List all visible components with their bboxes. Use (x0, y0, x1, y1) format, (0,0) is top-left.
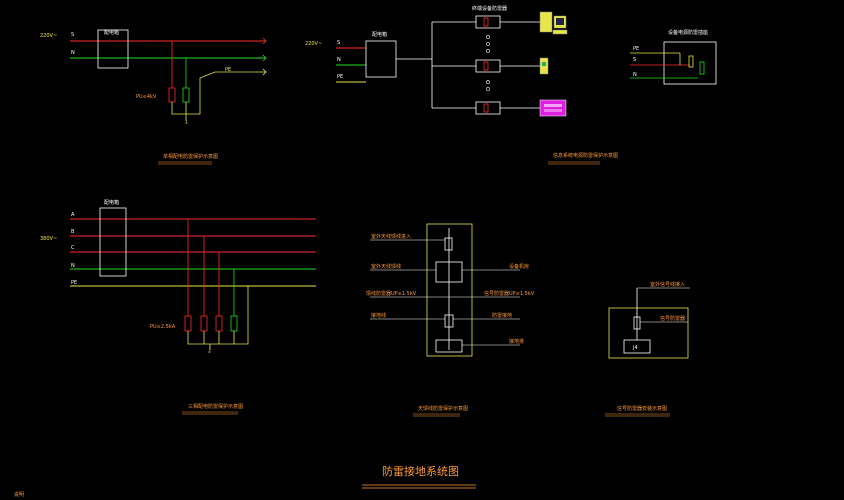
cabinet-outline (608, 307, 689, 359)
earth-line-pe (171, 71, 266, 115)
computer-icon (539, 11, 568, 35)
label-right-1: 设备机房 (509, 263, 529, 270)
diagram-single-phase: 220V~ S N PE 配电箱 PU≤4kV ⏚ 单相配电防雷保护示意图 (40, 29, 267, 165)
equipment-rack (426, 223, 473, 357)
label-left-4: 接地线 (371, 312, 386, 319)
signal-spd (444, 314, 454, 328)
line-n-label: N (71, 263, 75, 269)
terminal-spd-header: 终端设备防雷器 (472, 5, 507, 12)
label-left-1: 室外天线馈线进入 (371, 233, 411, 240)
socket-spd-element-n (699, 61, 705, 75)
continuation-dot (486, 80, 490, 84)
line-a-label: A (71, 212, 75, 218)
continuation-dot (486, 87, 490, 91)
diagram-signal-spd: 室外信号线接入 信号防雷器 J4 信号防雷器安装示意图 (605, 281, 690, 417)
label-left-3: 馈线防雷器UP≤1.5kV (366, 290, 417, 297)
line-n-label: N (337, 57, 341, 63)
corner-note: 说明 (14, 491, 24, 498)
distribution-box-label: 配电箱 (104, 29, 119, 36)
terminal-spd-1-element (483, 17, 489, 27)
socket-spd-element (688, 55, 694, 68)
entry-spd (444, 237, 453, 251)
line-c-label: C (71, 245, 75, 251)
label-right-3: 防雷接地 (492, 312, 512, 319)
distribution-box (97, 29, 129, 69)
voltage-label: 220V~ (40, 33, 57, 39)
line-s-label: S (633, 57, 636, 63)
distribution-box-label: 配电箱 (104, 199, 119, 206)
line-b-label: B (71, 229, 75, 235)
continuation-dot (486, 42, 490, 46)
caption: 信息系统电源防雷保护示意图 (553, 152, 618, 159)
label-right: 信号防雷器 (660, 315, 685, 322)
continuation-dot (486, 49, 490, 53)
socket-header: 设备电源防雷插座 (668, 29, 708, 36)
continuation-dot (486, 35, 490, 39)
spd-rating-label: PU≤4kV (136, 94, 157, 100)
caption: 天馈线防雷保护示意图 (418, 405, 468, 412)
signal-spd-module (633, 316, 641, 330)
caption: 单相配电防雷保护示意图 (163, 153, 218, 160)
socket-outline (663, 41, 717, 85)
label-left-2: 室外天线馈线 (371, 263, 401, 270)
line-pe-label: PE (633, 46, 639, 52)
line-pe-label: PE (71, 280, 77, 286)
caption: 信号防雷器安装示意图 (617, 405, 667, 412)
terminal-box (623, 339, 651, 354)
earth-bond (187, 286, 249, 345)
label-right-4: 接地排 (509, 338, 524, 345)
diagram-feeder: 室外天线馈线进入 室外天线馈线 馈线防雷器UP≤1.5kV 接地线 设备机房 信… (366, 223, 535, 417)
terminal-spd-3-element (483, 103, 489, 113)
arrow-n (262, 54, 267, 62)
main-title: 防雷接地系统图 (382, 464, 459, 478)
arrow-s (262, 37, 267, 45)
terminal-device-icon (539, 57, 549, 75)
line-s-label: S (71, 32, 74, 38)
line-s-label: S (337, 40, 340, 46)
line-n-label: N (633, 72, 637, 78)
diagram-three-phase: 380V~ A B C N PE 配电箱 PU≤2.5kA ⏚ 三相配电防雷保护… (40, 199, 316, 415)
line-n-label: N (71, 50, 75, 56)
main-title-block: 防雷接地系统图 (362, 464, 476, 489)
line-pe-label: PE (225, 67, 231, 73)
distribution-box-label: 配电箱 (372, 31, 387, 38)
diagram-socket: 设备电源防雷插座 PE S N (630, 29, 717, 85)
spd-rating-label: PU≤2.5kA (150, 324, 176, 330)
terminal-spd-2-element (483, 61, 489, 71)
ground-bar (435, 339, 463, 353)
label-right-2: 信号防雷器UP≤1.5kV (484, 290, 535, 297)
caption: 三相配电防雷保护示意图 (188, 403, 243, 410)
label-top: 室外信号线接入 (650, 281, 685, 288)
ground-symbol: ⏚ (184, 119, 189, 126)
line-pe-label: PE (337, 74, 343, 80)
feeder-spd-housing (435, 261, 463, 283)
ground-symbol: ⏚ (207, 348, 212, 355)
terminal-box-label: J4 (632, 345, 638, 351)
voltage-label: 220V~ (305, 41, 322, 47)
equipment-icon (539, 99, 567, 117)
diagram-info-system: 220V~ S N PE 配电箱 终端设备防雷器 (305, 5, 618, 165)
voltage-label: 380V~ (40, 236, 57, 242)
distribution-box (99, 207, 127, 277)
arrow-pe (262, 68, 267, 76)
